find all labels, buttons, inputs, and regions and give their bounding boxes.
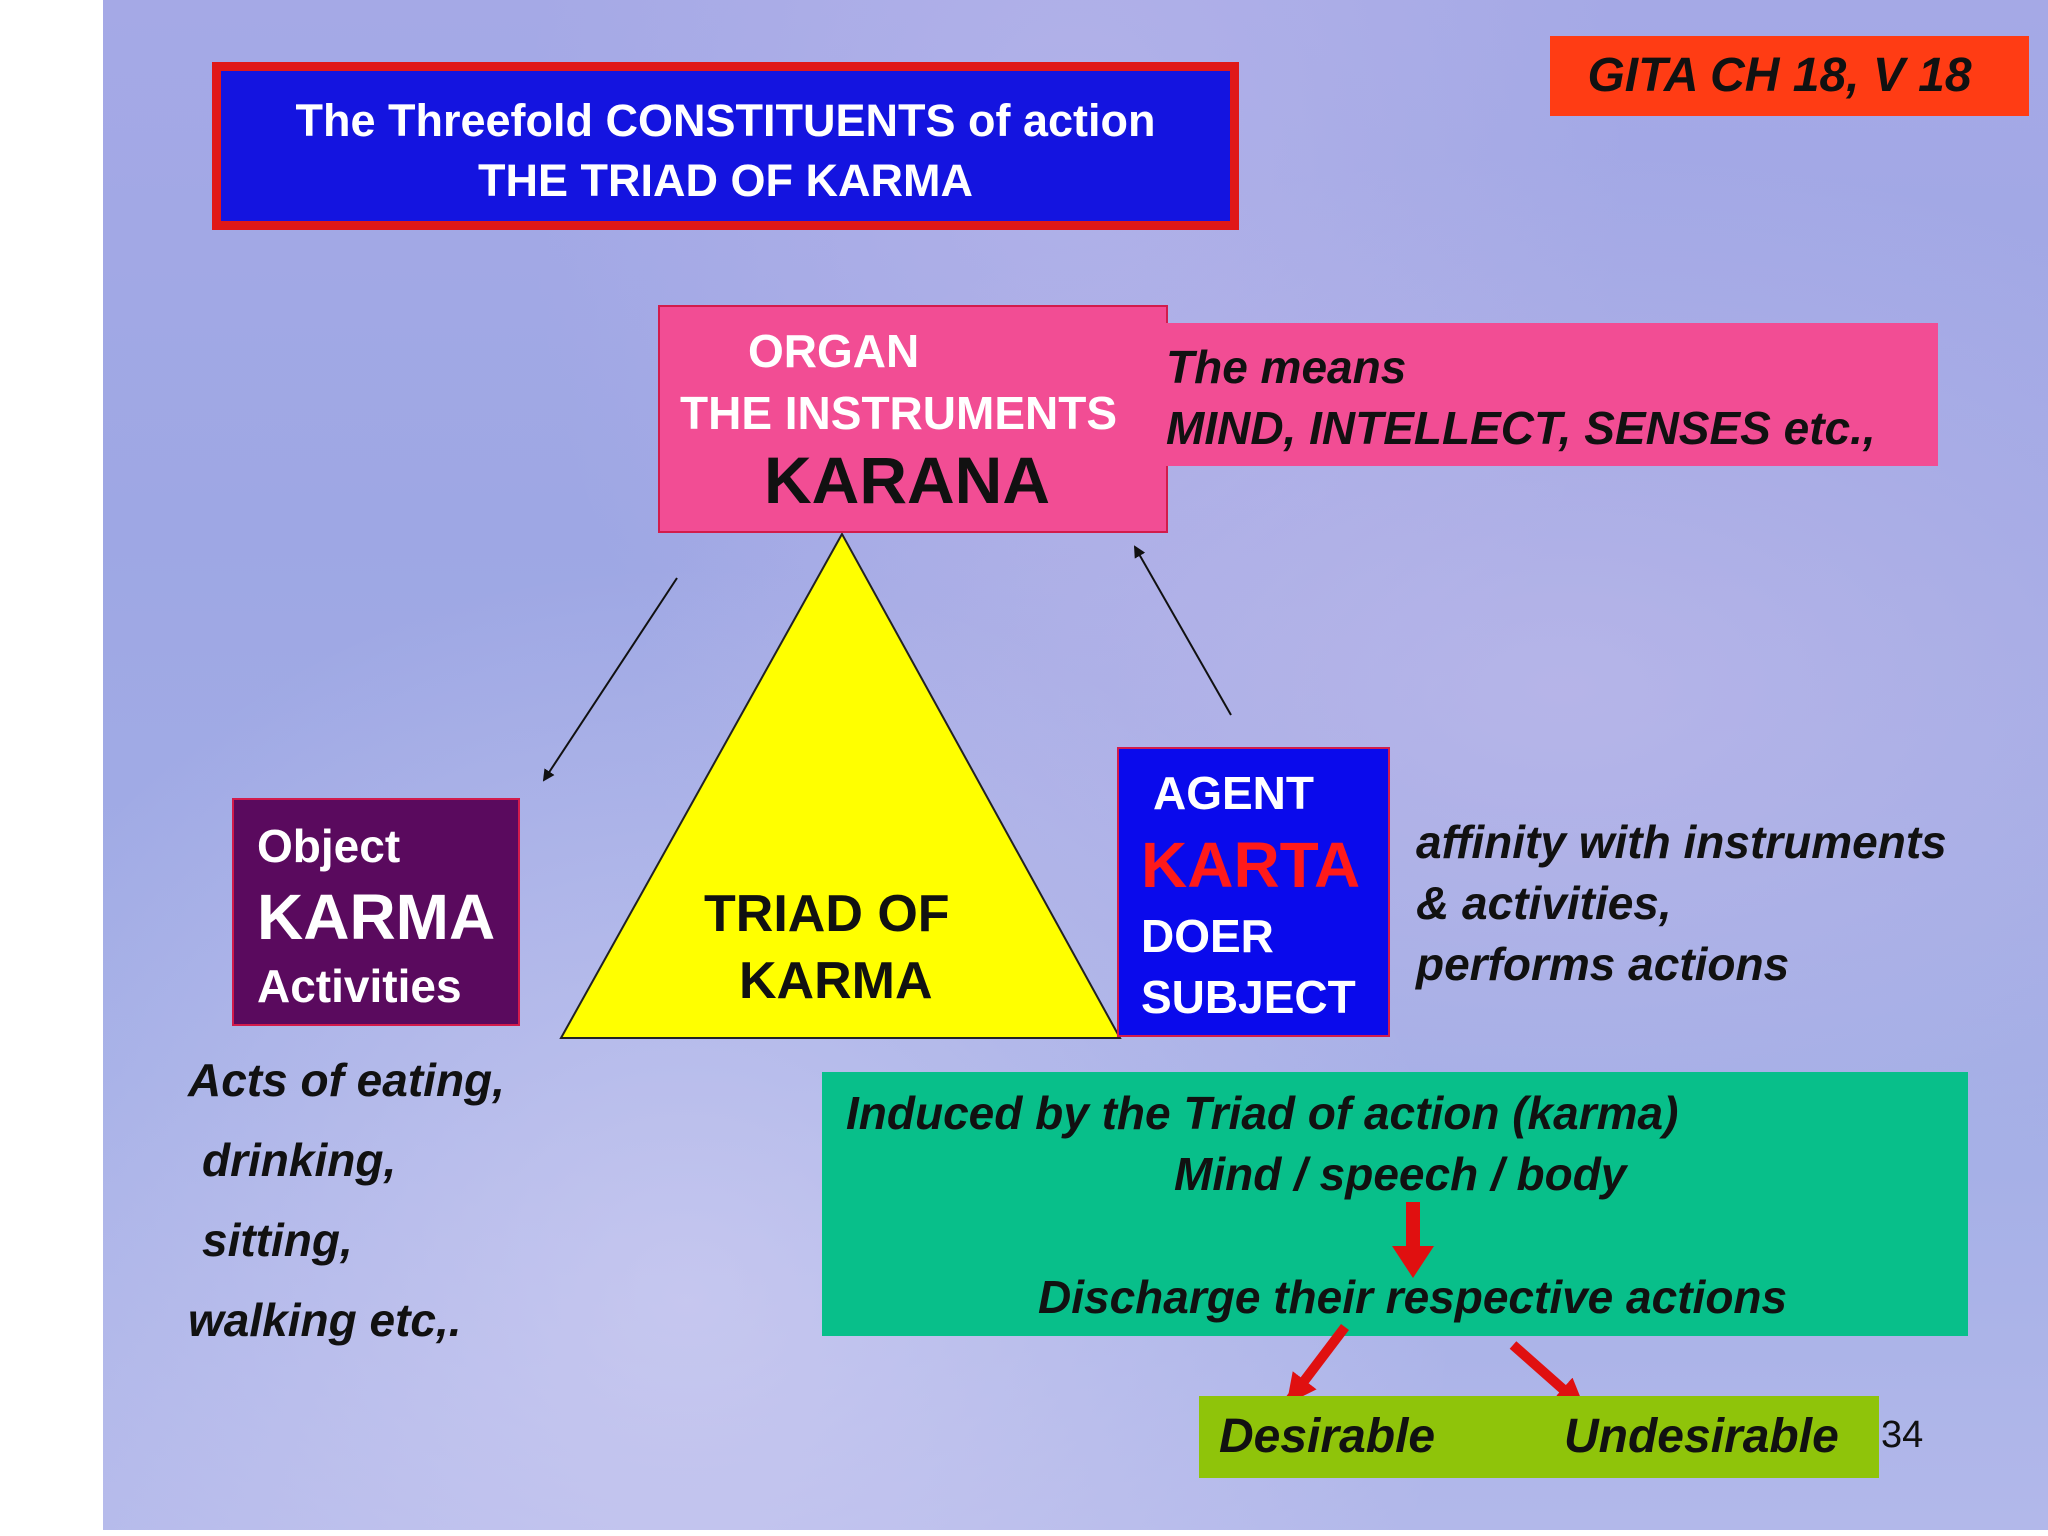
acts-line-1: Acts of eating, bbox=[188, 1054, 505, 1106]
arrow-to-desirable bbox=[1285, 1323, 1349, 1405]
means-title: The means bbox=[1166, 341, 1407, 393]
result-box: Desirable Undesirable bbox=[1199, 1396, 1879, 1478]
acts-line-2: drinking, bbox=[202, 1134, 397, 1186]
agent-subject-label: SUBJECT bbox=[1141, 971, 1356, 1023]
agent-doer-label: DOER bbox=[1141, 910, 1274, 962]
arrow-karana-to-object bbox=[542, 577, 678, 782]
title-box: The Threefold CONSTITUENTS of action THE… bbox=[212, 62, 1239, 230]
induced-line-1: Induced by the Triad of action (karma) bbox=[846, 1087, 1679, 1139]
object-box: Object KARMA Activities bbox=[232, 798, 520, 1026]
induced-line-3: Discharge their respective actions bbox=[1038, 1271, 1788, 1323]
affinity-line-2: & activities, bbox=[1416, 877, 1672, 929]
gita-reference: GITA CH 18, V 18 bbox=[1550, 36, 2029, 116]
karana-title: KARANA bbox=[764, 443, 1050, 517]
title-line-2: THE TRIAD OF KARMA bbox=[478, 155, 973, 206]
karana-box: ORGAN THE INSTRUMENTS KARANA bbox=[658, 305, 1168, 533]
diagram-graphics bbox=[542, 531, 1232, 1039]
triad-label-line-2: KARMA bbox=[739, 952, 933, 1010]
object-label: Object bbox=[257, 820, 401, 872]
karana-instruments-label: THE INSTRUMENTS bbox=[680, 387, 1117, 439]
means-box: The means MIND, INTELLECT, SENSES etc., bbox=[1166, 323, 1938, 466]
slide: The Threefold CONSTITUENTS of action THE… bbox=[103, 0, 2048, 1530]
acts-line-4: walking etc,. bbox=[188, 1294, 462, 1346]
result-arrows bbox=[1285, 1323, 1586, 1410]
agent-box: AGENT KARTA DOER SUBJECT bbox=[1117, 747, 1390, 1037]
agent-label: AGENT bbox=[1153, 767, 1314, 819]
acts-line-3: sitting, bbox=[202, 1214, 353, 1266]
karana-organ-label: ORGAN bbox=[748, 325, 920, 377]
desirable-label: Desirable bbox=[1219, 1410, 1436, 1463]
page-number: 34 bbox=[1881, 1414, 1924, 1456]
agent-karta-title: KARTA bbox=[1141, 829, 1361, 901]
arrow-agent-to-karana bbox=[1134, 545, 1232, 716]
down-arrow-icon bbox=[1392, 1202, 1434, 1278]
triad-label-line-1: TRIAD OF bbox=[704, 885, 950, 943]
object-activities-label: Activities bbox=[257, 960, 462, 1012]
induced-box: Induced by the Triad of action (karma) M… bbox=[822, 1072, 1968, 1336]
object-karma-title: KARMA bbox=[257, 881, 496, 953]
induced-line-2: Mind / speech / body bbox=[1174, 1148, 1627, 1200]
affinity-line-1: affinity with instruments bbox=[1416, 816, 1947, 868]
means-list: MIND, INTELLECT, SENSES etc., bbox=[1166, 402, 1876, 454]
arrow-to-undesirable bbox=[1509, 1341, 1586, 1410]
triad-triangle bbox=[559, 531, 1122, 1039]
affinity-line-3: performs actions bbox=[1416, 938, 1790, 990]
title-line-1: The Threefold CONSTITUENTS of action bbox=[295, 95, 1156, 146]
undesirable-label: Undesirable bbox=[1564, 1410, 1839, 1463]
